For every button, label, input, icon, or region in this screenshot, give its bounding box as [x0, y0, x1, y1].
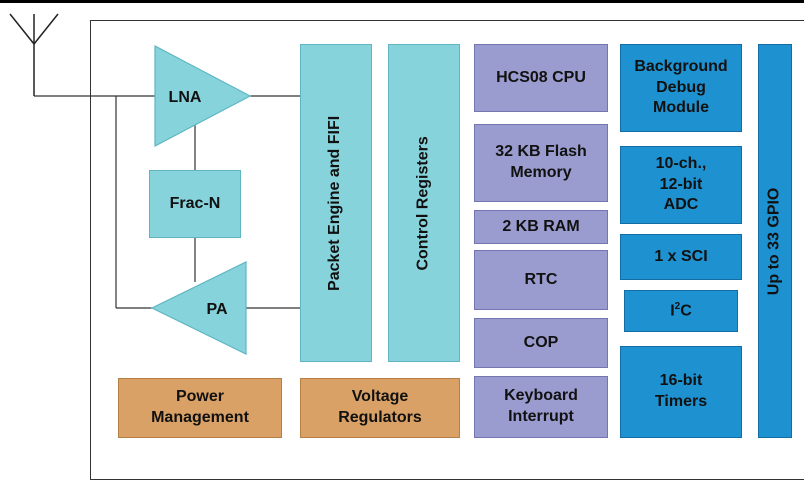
cpu-label: HCS08 CPU — [496, 68, 586, 86]
keyboard-interrupt-label: Keyboard Interrupt — [504, 387, 578, 425]
frac-n-label: Frac-N — [169, 194, 221, 212]
antenna-icon — [9, 13, 59, 96]
rtc-label: RTC — [524, 270, 558, 288]
bdm-label: Background Debug Module — [634, 57, 728, 117]
gpio-bar: Up to 33 GPIO — [758, 44, 792, 438]
cop-label: COP — [523, 333, 559, 351]
voltage-regulators-block: Voltage Regulators — [300, 378, 460, 438]
control-registers-block: Control Registers — [388, 44, 460, 362]
cpu-block: HCS08 CPU — [474, 44, 608, 112]
timers-block: 16-bit Timers — [620, 346, 742, 438]
keyboard-interrupt-block: Keyboard Interrupt — [474, 376, 608, 438]
adc-label: 10-ch., 12-bit ADC — [655, 154, 707, 214]
power-management-block: Power Management — [118, 378, 282, 438]
sci-block: 1 x SCI — [620, 234, 742, 280]
pa-label: PA — [206, 301, 227, 318]
lna-label: LNA — [169, 89, 202, 106]
adc-block: 10-ch., 12-bit ADC — [620, 146, 742, 224]
timers-label: 16-bit Timers — [654, 372, 708, 410]
ram-label: 2 KB RAM — [502, 217, 580, 235]
i2c-block: I2C — [624, 290, 738, 332]
flash-block: 32 KB Flash Memory — [474, 124, 608, 202]
cop-block: COP — [474, 318, 608, 368]
rtc-block: RTC — [474, 250, 608, 310]
i2c-label: I2C — [670, 300, 692, 320]
power-management-label: Power Management — [151, 388, 249, 426]
sci-label: 1 x SCI — [654, 247, 708, 265]
bdm-block: Background Debug Module — [620, 44, 742, 132]
lna-amplifier — [154, 45, 252, 147]
rf-schematic: LNA PA — [9, 13, 300, 355]
frac-n-block: Frac-N — [149, 170, 241, 238]
control-registers-label: Control Registers — [414, 135, 432, 271]
packet-engine-block: Packet Engine and FIFI — [300, 44, 372, 362]
gpio-label: Up to 33 GPIO — [765, 187, 783, 295]
ram-block: 2 KB RAM — [474, 210, 608, 244]
flash-label: 32 KB Flash Memory — [495, 143, 587, 181]
voltage-regulators-label: Voltage Regulators — [338, 388, 422, 426]
top-border-line — [0, 0, 804, 3]
pa-amplifier — [150, 261, 247, 355]
packet-engine-label: Packet Engine and FIFI — [326, 115, 344, 291]
